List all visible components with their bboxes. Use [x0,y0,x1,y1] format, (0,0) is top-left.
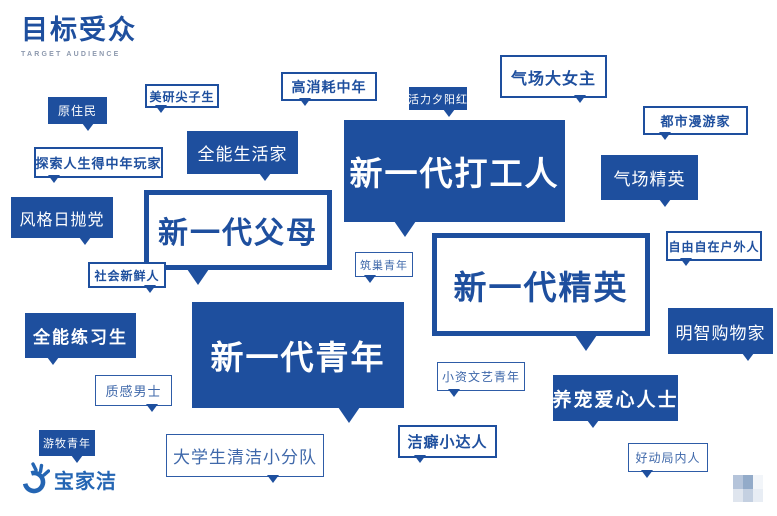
audience-bubble: 明智购物家 [668,308,773,361]
audience-bubble: 气场大女主 [500,55,607,103]
audience-bubble: 新一代精英 [432,233,650,351]
audience-bubble: 都市漫游家 [643,106,748,140]
audience-bubble: 洁癖小达人 [398,425,497,463]
watermark-mosaic [733,475,763,502]
audience-bubble: 社会新鲜人 [88,262,166,293]
audience-bubble: 养宠爱心人士 [553,375,678,428]
audience-bubble: 全能生活家 [187,131,298,181]
brand-logo: 宝家洁 [21,462,117,496]
brand-logo-text: 宝家洁 [54,470,117,493]
audience-bubble: 新一代青年 [192,302,404,423]
audience-bubble: 大学生清洁小分队 [166,434,324,483]
audience-bubble: 质感男士 [95,375,172,412]
hand-swirl-icon [21,462,50,496]
audience-bubble: 探索人生得中年玩家 [34,147,163,183]
audience-bubble: 小资文艺青年 [437,362,525,397]
audience-bubble: 自由自在户外人 [666,231,762,266]
audience-bubble: 新一代打工人 [344,120,565,237]
audience-bubble: 高消耗中年 [281,72,377,106]
audience-bubble: 原住民 [48,97,107,131]
slide-title-block: 目标受众 TARGET AUDIENCE [21,14,137,58]
audience-bubble: 风格日抛党 [11,197,113,245]
audience-bubble: 好动局内人 [628,443,708,478]
page-title: 目标受众 [21,15,137,45]
audience-bubble: 活力夕阳红 [408,87,467,117]
audience-bubble: 美研尖子生 [145,84,219,113]
audience-bubble: 新一代父母 [144,190,332,285]
audience-bubble: 全能练习生 [25,313,136,365]
audience-bubble: 筑巢青年 [355,252,413,283]
page-subtitle: TARGET AUDIENCE [21,50,121,58]
audience-bubble: 游牧青年 [39,430,95,463]
audience-bubble: 气场精英 [601,155,698,207]
